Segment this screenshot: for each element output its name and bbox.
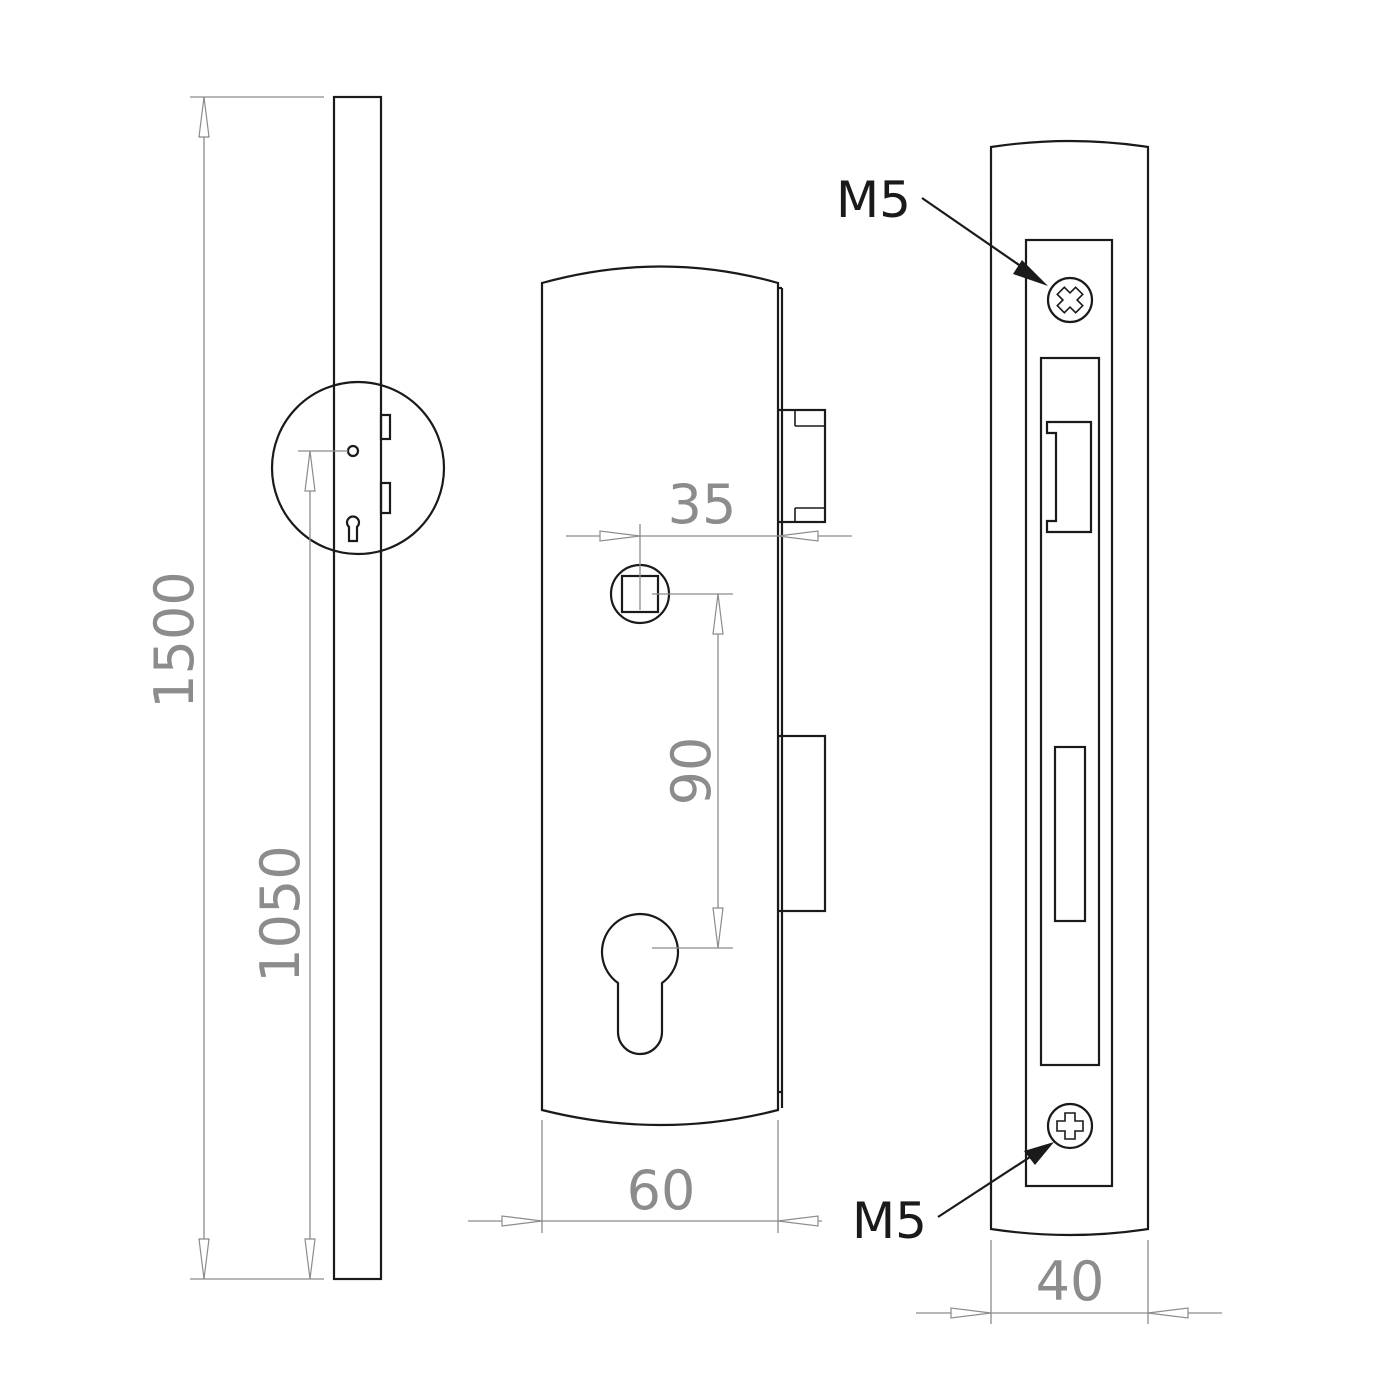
dimension-label-1500: 1500 bbox=[143, 571, 206, 708]
door-profile bbox=[332, 95, 383, 1281]
dimension-label-60: 60 bbox=[627, 1159, 696, 1222]
strike-inner-frame bbox=[1024, 238, 1114, 1188]
front-view: 35 90 60 bbox=[468, 265, 852, 1233]
strike-opening bbox=[1039, 356, 1101, 1067]
keyhole-icon bbox=[345, 515, 361, 543]
dimension-faceplate-width bbox=[468, 1120, 822, 1233]
leader-screw-bottom bbox=[937, 1142, 1054, 1218]
callout-screw-bottom: M5 bbox=[852, 1192, 927, 1250]
dead-bolt bbox=[776, 734, 827, 913]
dimension-handle-height bbox=[298, 450, 348, 1280]
callout-screw-top: M5 bbox=[836, 171, 911, 229]
strike-plate bbox=[989, 139, 1150, 1237]
leader-screw-top bbox=[921, 197, 1048, 286]
dimension-label-1050: 1050 bbox=[249, 845, 312, 982]
dimension-center-distance bbox=[652, 593, 733, 949]
dimension-strike-width bbox=[916, 1240, 1222, 1324]
screw-top bbox=[1046, 276, 1094, 324]
dimension-label-90: 90 bbox=[660, 737, 723, 806]
lock-faceplate bbox=[540, 265, 780, 1127]
detail-circle bbox=[270, 380, 446, 556]
latch-cutout bbox=[1045, 420, 1093, 534]
detail-inner bbox=[332, 382, 392, 554]
phillips-icon bbox=[1056, 286, 1084, 314]
side-view: 1500 1050 bbox=[143, 95, 446, 1281]
dimension-label-35: 35 bbox=[668, 473, 737, 536]
phillips-icon bbox=[1056, 1112, 1084, 1140]
dimension-backset bbox=[566, 524, 852, 610]
dimension-overall-height bbox=[190, 96, 324, 1280]
strike-view: M5 M5 40 bbox=[836, 139, 1222, 1324]
dimension-label-40: 40 bbox=[1036, 1250, 1105, 1313]
bolt-cutout bbox=[1053, 745, 1087, 923]
screw-bottom bbox=[1046, 1102, 1094, 1150]
